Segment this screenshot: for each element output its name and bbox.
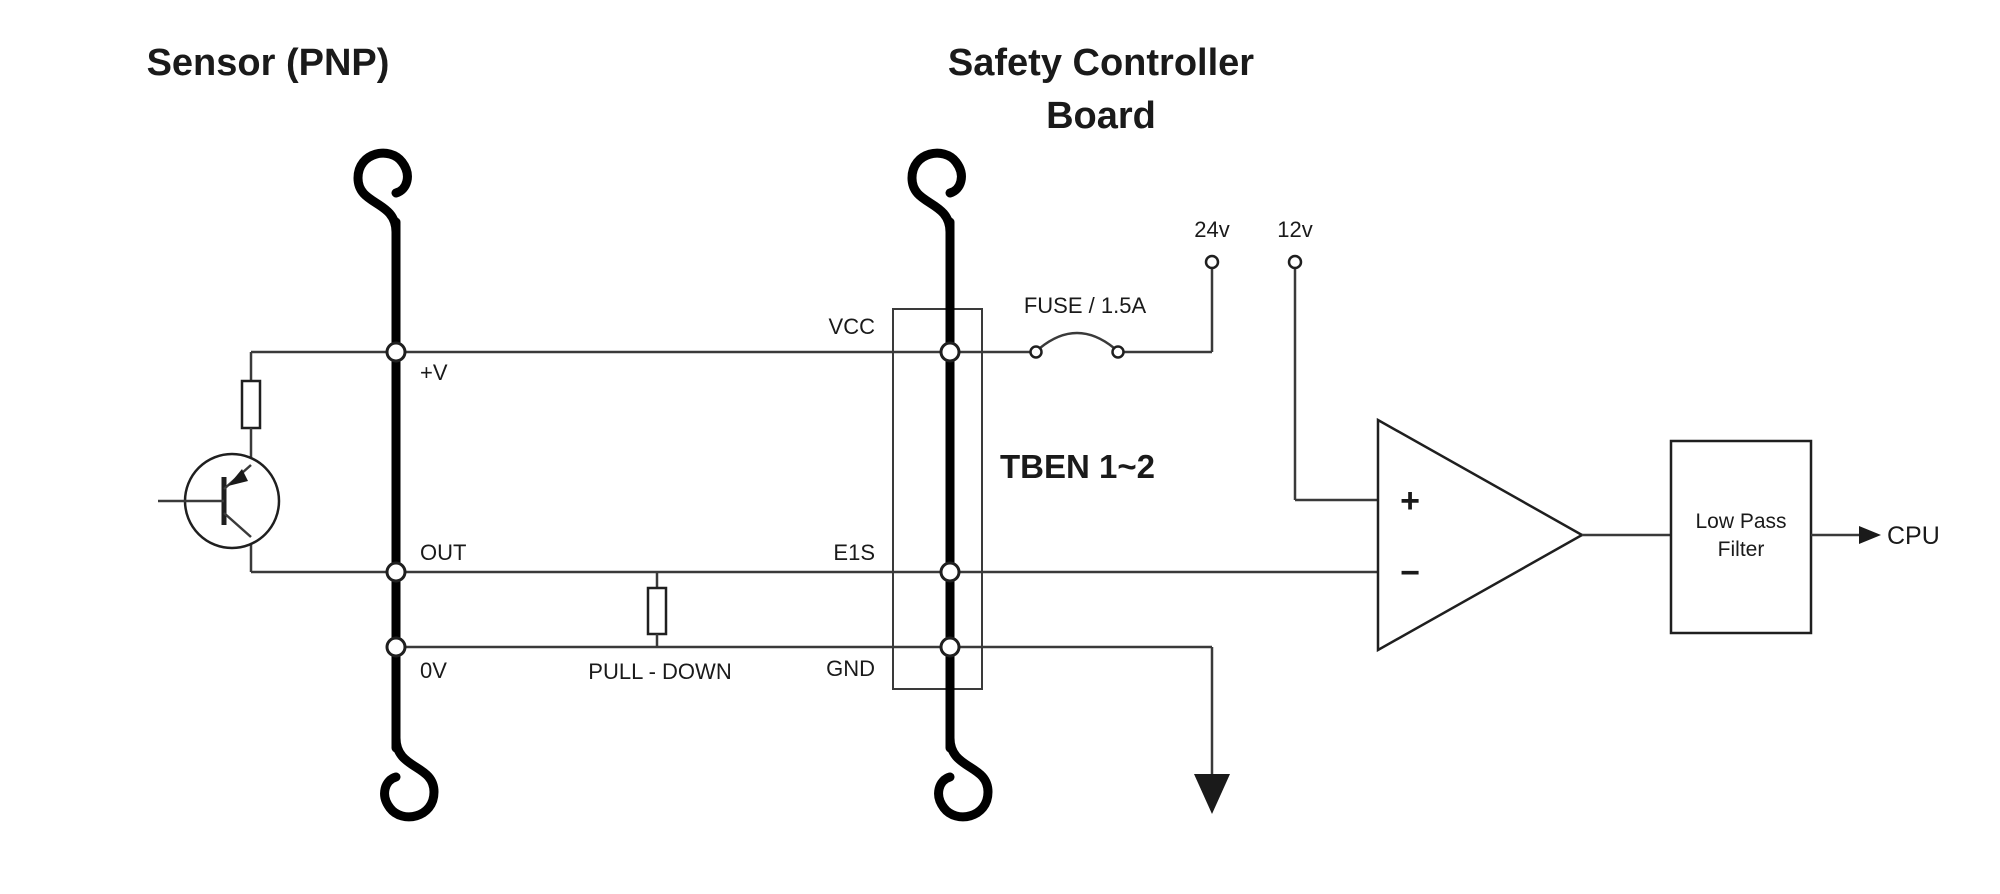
lpf-label-line2: Filter xyxy=(1718,538,1765,561)
terminal-12v xyxy=(1287,254,1303,270)
tben-label: TBEN 1~2 xyxy=(1000,448,1155,485)
supply-12v-net xyxy=(1293,269,1378,502)
controller-title-line1: Safety Controller xyxy=(948,42,1254,84)
controller-cable-break-bottom xyxy=(934,733,993,822)
fuse-symbol xyxy=(1029,331,1125,359)
junction-dot-e1s xyxy=(939,561,961,583)
opamp-symbol: + − xyxy=(1376,417,1585,653)
controller-cable xyxy=(907,148,993,822)
fuse-label: FUSE / 1.5A xyxy=(1024,293,1147,318)
junction-dot-vcc xyxy=(939,341,961,363)
pnp-arrow-icon xyxy=(228,469,248,486)
gnd-label: GND xyxy=(826,656,875,681)
terminal-24v xyxy=(1204,254,1220,270)
series-resistor xyxy=(240,379,262,430)
out-label: OUT xyxy=(420,540,466,565)
controller-title-line2: Board xyxy=(1046,95,1156,137)
lpf-label-line1: Low Pass xyxy=(1695,510,1786,533)
opamp-plus-label: + xyxy=(1400,482,1420,520)
opamp-triangle xyxy=(1376,417,1585,653)
fuse-arc xyxy=(1039,331,1115,349)
vcc-net xyxy=(251,269,1214,354)
pnp-transistor-circuit xyxy=(158,352,281,572)
sensor-title: Sensor (PNP) xyxy=(147,42,390,84)
lpf-stage: Low Pass Filter CPU xyxy=(1582,439,1940,635)
cpu-arrow-icon xyxy=(1859,526,1881,544)
junction-dot-gnd xyxy=(939,636,961,658)
e1s-label: E1S xyxy=(833,540,875,565)
pulldown-resistor xyxy=(646,586,668,636)
connector-block-outline xyxy=(892,308,983,690)
controller-cable-break-top xyxy=(907,148,966,237)
junction-dot-out xyxy=(385,561,407,583)
0v-label: 0V xyxy=(420,658,447,683)
junction-dot-plusv xyxy=(385,341,407,363)
fuse-terminal-left xyxy=(1029,345,1043,359)
lpf-box xyxy=(1669,439,1813,635)
12v-label: 12v xyxy=(1277,217,1312,242)
sensor-cable-break-bottom xyxy=(380,733,439,822)
cpu-label: CPU xyxy=(1887,522,1940,550)
plusv-label: +V xyxy=(420,360,448,385)
pulldown-circuit xyxy=(646,572,668,647)
vcc-label: VCC xyxy=(829,314,876,339)
24v-label: 24v xyxy=(1194,217,1229,242)
fuse-terminal-right xyxy=(1111,345,1125,359)
transistor-collector-diagonal xyxy=(223,512,252,538)
sensor-cable-break-top xyxy=(353,148,412,237)
sensor-cable xyxy=(353,148,439,822)
opamp-minus-label: − xyxy=(1400,554,1420,592)
ground-net xyxy=(396,645,1230,814)
pulldown-label: PULL - DOWN xyxy=(588,659,731,684)
ground-arrow-icon xyxy=(1194,774,1230,814)
junction-dot-0v xyxy=(385,636,407,658)
